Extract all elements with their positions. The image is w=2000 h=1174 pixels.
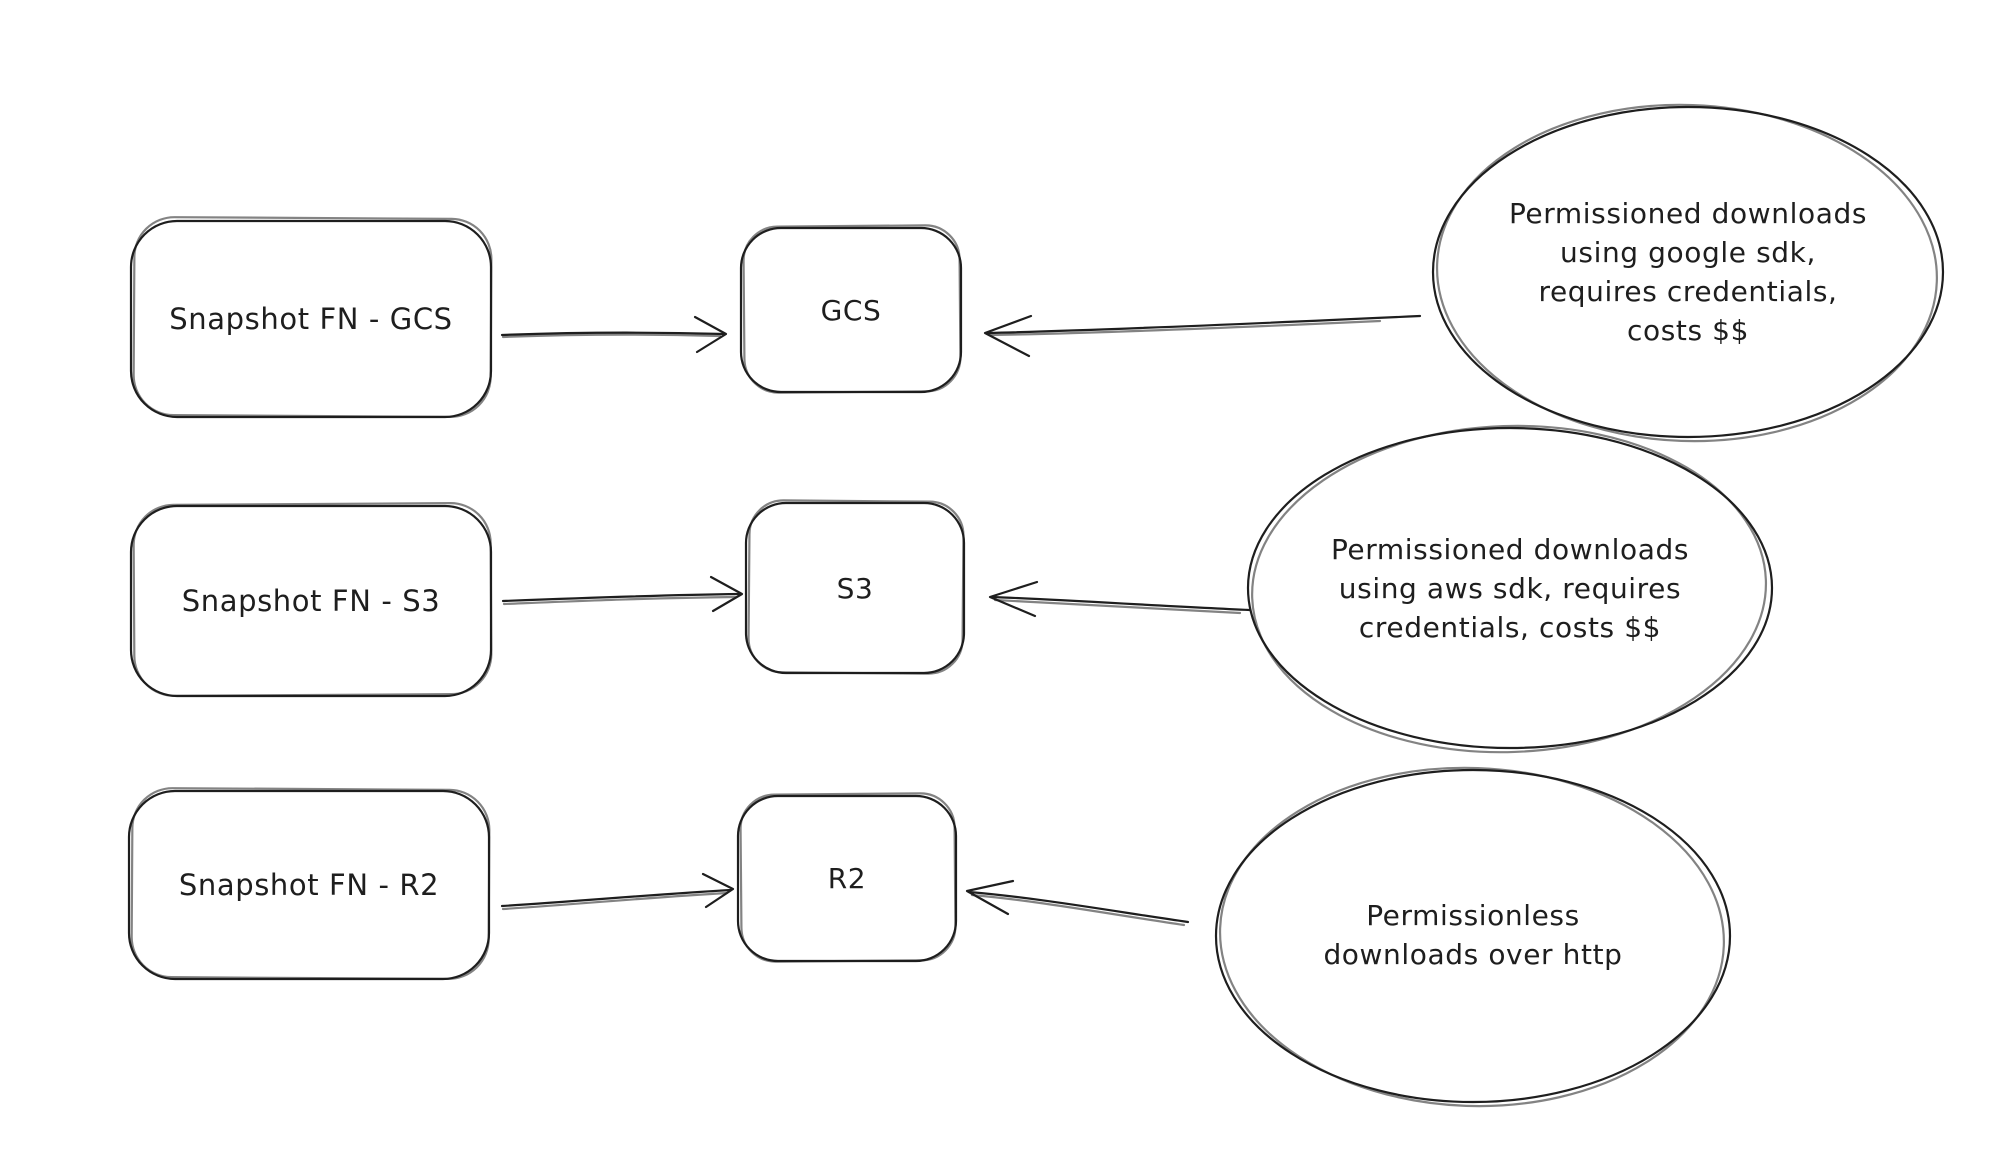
arrow-line-sketch — [993, 598, 1242, 615]
arrow-line — [500, 888, 733, 908]
node-snapshot-fn-r2[interactable]: Snapshot FN - R2 — [128, 790, 490, 980]
ellipse-outline-sketch — [1251, 424, 1768, 754]
note-line: Permissionless — [1366, 899, 1580, 932]
arrow-snapshot-gcs-to-gcs[interactable] — [500, 315, 728, 354]
ellipse-outline-sketch — [1435, 103, 1938, 443]
node-s3[interactable]: S3 — [745, 502, 965, 674]
arrow-head — [709, 575, 744, 613]
node-gcs[interactable]: GCS — [740, 227, 962, 393]
note-s3-ellipse-shape[interactable] — [1246, 417, 1774, 761]
note-line: using google sdk, — [1560, 236, 1816, 269]
s3-box-shape[interactable] — [744, 499, 966, 675]
arrow-line-sketch — [988, 319, 1382, 337]
arrow-snapshot-s3-to-s3[interactable] — [501, 575, 744, 613]
snapshot-r2-box-shape[interactable] — [127, 787, 491, 981]
arrow-head — [983, 314, 1033, 358]
arrow-line — [967, 890, 1190, 924]
arrow-note-r2-to-r2[interactable] — [965, 879, 1190, 927]
rectangle-outline-sketch — [739, 792, 957, 963]
node-snapshot-fn-gcs[interactable]: Snapshot FN - GCS — [130, 220, 492, 418]
ellipse-outline — [1214, 768, 1732, 1104]
rectangle-outline-sketch — [130, 787, 491, 980]
arrow-line-sketch — [502, 595, 737, 606]
rectangle-outline-sketch — [747, 499, 965, 675]
node-label: GCS — [820, 293, 882, 327]
note-line: Permissioned downloads — [1508, 197, 1868, 230]
arrow-head — [965, 879, 1015, 916]
arrow-snapshot-r2-to-r2[interactable] — [500, 872, 735, 911]
arrow-line — [501, 592, 742, 603]
note-line: costs $$ — [1626, 314, 1749, 347]
node-snapshot-fn-s3[interactable]: Snapshot FN - S3 — [130, 505, 492, 697]
arrow-note-gcs-to-gcs[interactable] — [983, 314, 1422, 358]
note-gcs-ellipse-shape[interactable] — [1431, 96, 1945, 449]
arrow-line — [990, 595, 1252, 612]
node-label: Snapshot FN - S3 — [181, 584, 441, 618]
arrow-head — [701, 872, 735, 909]
node-label: R2 — [827, 862, 867, 895]
node-r2[interactable]: R2 — [737, 795, 957, 962]
gcs-box-shape[interactable] — [739, 224, 963, 394]
node-label: S3 — [836, 571, 874, 605]
arrow-head — [693, 315, 728, 354]
node-label: Snapshot FN - R2 — [178, 868, 440, 902]
rectangle-outline-sketch — [132, 216, 493, 418]
r2-box-shape[interactable] — [736, 792, 958, 963]
rectangle-outline-sketch — [132, 502, 493, 697]
arrow-note-s3-to-s3[interactable] — [988, 580, 1252, 618]
ellipse-outline-sketch — [1218, 766, 1725, 1108]
ellipse-outline — [1431, 105, 1945, 439]
arrow-line-sketch — [501, 891, 729, 911]
node-label: Snapshot FN - GCS — [169, 302, 453, 336]
snapshot-s3-box-shape[interactable] — [129, 502, 493, 698]
note-line: downloads over http — [1323, 938, 1623, 971]
arrow-line — [500, 331, 726, 337]
note-line: using aws sdk, requires — [1338, 571, 1682, 605]
note-s3-ellipse[interactable]: Permissioned downloads using aws sdk, re… — [1247, 427, 1773, 749]
note-gcs-ellipse[interactable]: Permissioned downloads using google sdk,… — [1432, 106, 1944, 438]
note-line: requires credentials, — [1538, 275, 1838, 308]
note-r2-ellipse[interactable]: Permissionless downloads over http — [1215, 770, 1731, 1100]
note-line: Permissioned downloads — [1330, 532, 1690, 566]
rectangle-outline-sketch — [742, 224, 962, 394]
arrow-line-sketch — [970, 893, 1186, 927]
note-r2-ellipse-shape[interactable] — [1214, 759, 1732, 1114]
arrow-line — [985, 314, 1422, 335]
arrow-line-sketch — [501, 333, 722, 339]
ellipse-outline — [1246, 426, 1774, 750]
snapshot-gcs-box-shape[interactable] — [129, 216, 493, 419]
arrow-head — [988, 580, 1039, 618]
note-line: credentials, costs $$ — [1358, 610, 1662, 644]
